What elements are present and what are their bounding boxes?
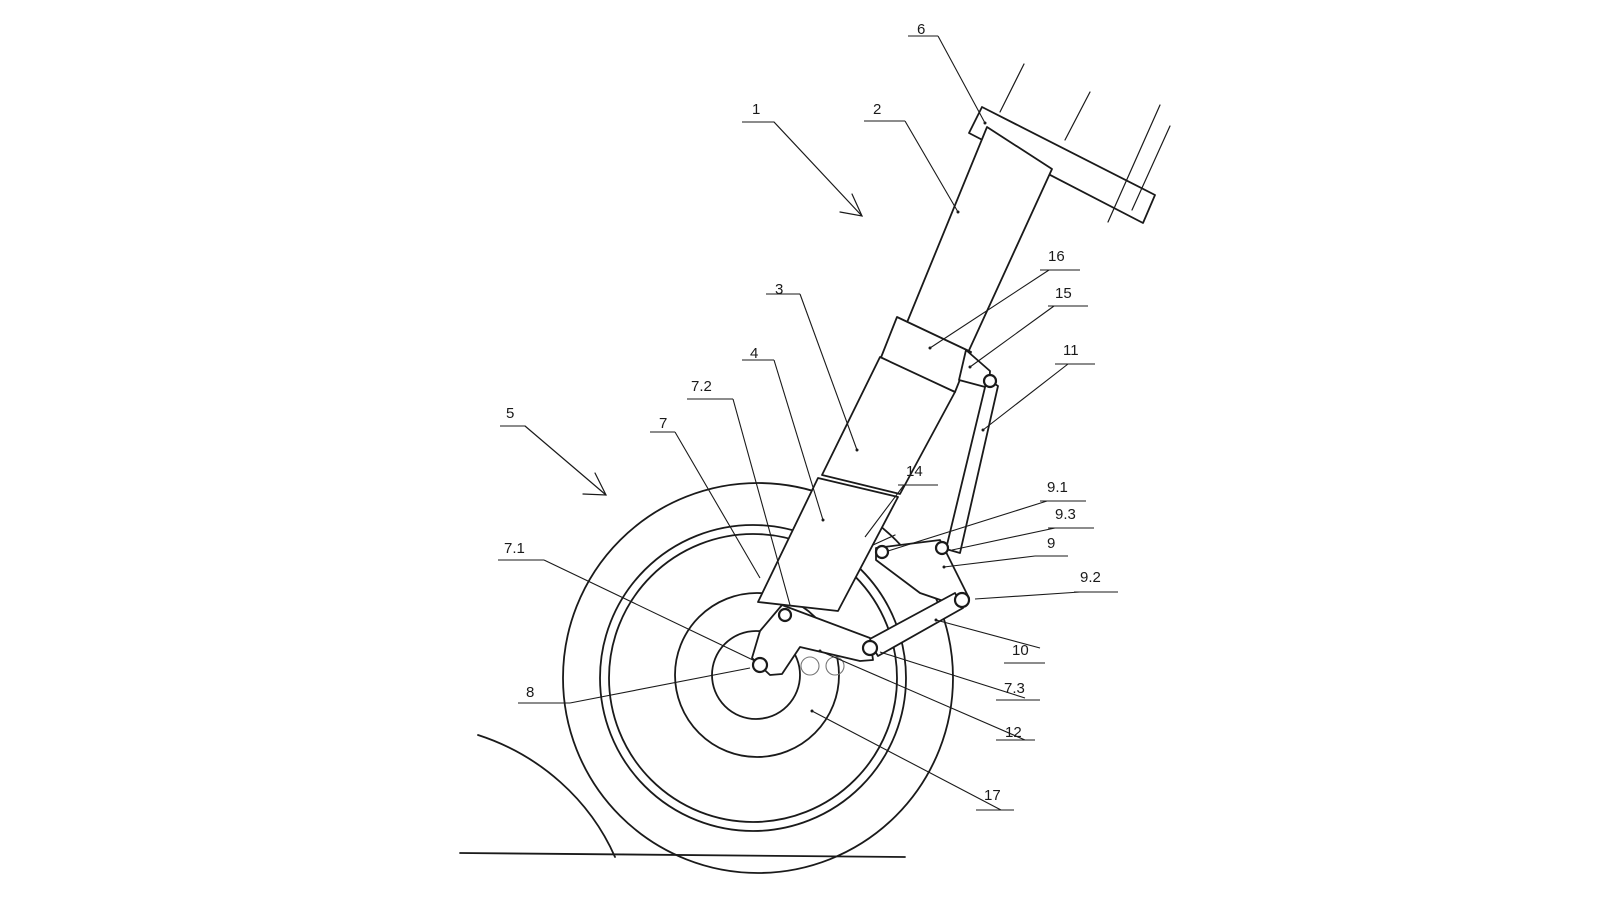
pin-9-1 [874,544,890,560]
wheel [562,482,954,874]
leader-8 [569,667,751,704]
leader-7-1 [543,559,756,662]
lightening-hole-1 [800,656,820,676]
leader-16 [929,269,1050,349]
label-15: 15 [1055,285,1072,302]
ground-line [459,852,906,858]
label-8: 8 [526,684,534,701]
leader-17 [811,710,1002,811]
label-7: 7 [659,415,667,432]
pin-9-3 [934,540,950,556]
mounting-plate [968,106,1156,224]
label-16: 16 [1048,248,1065,265]
label-6: 6 [917,21,925,38]
structure-line-4 [1131,125,1171,211]
structure-line-2 [1064,91,1091,141]
leader-3 [799,293,858,451]
fork-body [757,477,899,612]
leader-7-2 [732,398,791,606]
labels: 1 2 6 16 15 11 3 4 7.2 7 5 14 9.1 9.3 9 … [498,21,1118,811]
label-14: 14 [906,463,923,480]
strut-lower-tube [821,356,956,495]
pin-11-top [982,373,998,389]
leader-10 [935,619,1041,649]
label-17: 17 [984,787,1001,804]
leader-6 [937,35,986,124]
hub-outer [674,592,840,758]
structure-line-1 [999,63,1025,113]
label-7-2: 7.2 [691,378,712,395]
label-2: 2 [873,101,881,118]
leader-9-3 [951,527,1056,551]
leader-14 [864,484,905,538]
leader-15 [969,305,1055,368]
tyre-inner [599,524,907,832]
leader-2 [904,120,959,213]
fuselage-curve [477,734,616,858]
label-5: 5 [506,405,514,422]
label-9: 9 [1047,535,1055,552]
leader-7 [674,431,761,579]
label-9-1: 9.1 [1047,479,1068,496]
link-10 [867,592,964,657]
rocker-link-14 [872,534,896,546]
leader-dots [810,121,987,713]
label-7-1: 7.1 [504,540,525,557]
arrow-5 [524,425,607,496]
label-4: 4 [750,345,758,362]
label-9-3: 9.3 [1055,506,1076,523]
pin-8 [751,656,769,674]
drag-link-rod [945,378,999,554]
leader-12 [819,650,1026,741]
label-9-2: 9.2 [1080,569,1101,586]
label-3: 3 [775,281,783,298]
leader-7-3 [879,651,1026,699]
trailing-arm [751,604,874,676]
rim-ring [608,533,898,823]
leader-9 [943,555,1036,568]
leader-9-1 [887,500,1048,552]
leader-4 [773,359,824,521]
pin-7-2 [777,607,793,623]
pin-9-2 [953,591,971,609]
mounting-bracket [968,63,1171,224]
pin-7-3 [861,639,879,657]
leader-lines [543,35,1081,811]
label-1: 1 [752,101,760,118]
leader-9-2 [974,591,1081,600]
tyre-outer [562,482,954,874]
label-10: 10 [1012,642,1029,659]
label-11: 11 [1063,342,1079,359]
label-7-3: 7.3 [1004,680,1025,697]
structure-line-3 [1107,104,1161,223]
arrow-1 [773,121,864,217]
leader-11 [982,363,1069,431]
label-12: 12 [1005,724,1022,741]
